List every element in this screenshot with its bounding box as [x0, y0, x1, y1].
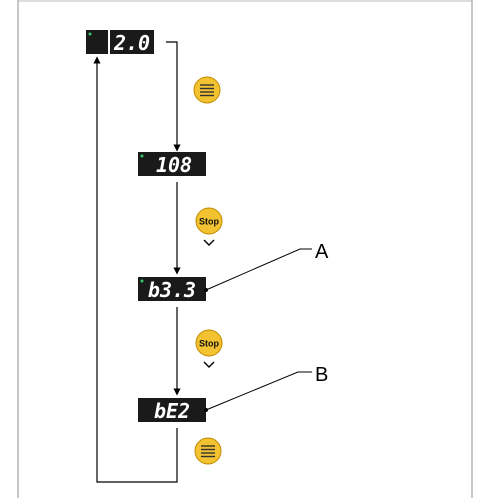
display-4: bE2 — [138, 398, 206, 423]
led-indicator — [88, 32, 92, 36]
display-4-value: bE2 — [154, 399, 190, 423]
stop-icon: Stop — [195, 207, 223, 246]
display-1-value: 2.0 — [113, 31, 150, 55]
callout-a: A — [204, 241, 329, 292]
display-2-value: 108 — [156, 153, 192, 177]
display-3-value: b3.3 — [148, 278, 196, 302]
display-3: b3.3 — [138, 277, 206, 302]
chevron-down-icon — [203, 239, 215, 246]
arrow-1-to-2 — [166, 41, 181, 152]
led-indicator — [140, 279, 144, 283]
chevron-down-icon — [203, 361, 215, 368]
display-2: 108 — [138, 152, 206, 177]
stop-button-label: Stop — [199, 217, 219, 227]
led-indicator — [140, 154, 144, 158]
menu-lines-icon — [194, 437, 222, 465]
display-1: 2.0 — [86, 30, 154, 55]
stop-icon: Stop — [195, 329, 223, 368]
callout-b-label: B — [315, 364, 328, 386]
stop-button-label: Stop — [199, 339, 219, 349]
menu-lines-icon — [193, 76, 221, 104]
callout-a-label: A — [315, 241, 329, 263]
callout-b: B — [204, 364, 328, 412]
arrow-return-loop — [93, 56, 178, 483]
